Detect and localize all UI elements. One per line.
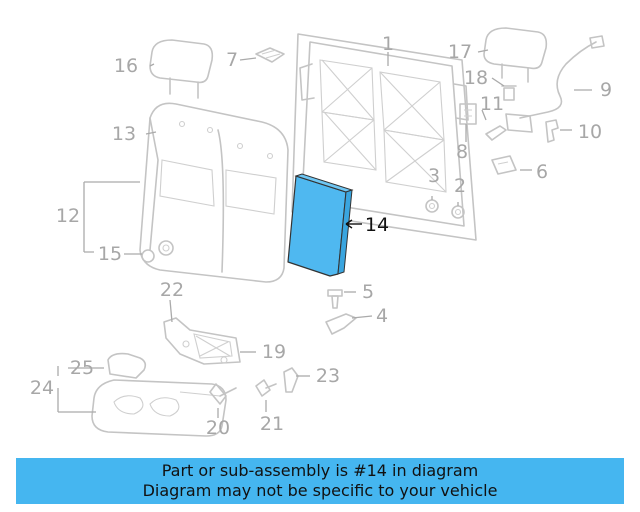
- part-20-screw: [209, 383, 237, 405]
- leader-lines: [57, 49, 592, 418]
- part-7-clip: [255, 47, 285, 63]
- callout-17: 17: [448, 41, 472, 63]
- callout-22: 22: [160, 279, 184, 301]
- callout-2: 2: [454, 175, 466, 197]
- part-1-seatback-frame: [291, 33, 477, 241]
- callout-8: 8: [456, 141, 468, 163]
- part-25-cupholder: [107, 352, 147, 379]
- callout-labels: 1 2 3 4 5 6 7 8 9 10 11 12 13 14 15 16 1…: [30, 33, 612, 439]
- callout-23: 23: [316, 365, 340, 387]
- callout-16: 16: [114, 55, 138, 77]
- banner-line-1: Part or sub-assembly is #14 in diagram: [161, 461, 479, 480]
- callout-7: 7: [226, 49, 238, 71]
- callout-1: 1: [382, 33, 394, 55]
- part-11-latch: [485, 113, 533, 141]
- callout-11: 11: [480, 93, 504, 115]
- callout-25: 25: [70, 357, 94, 379]
- part-8-bracket: [459, 103, 477, 125]
- callout-18: 18: [464, 67, 488, 89]
- callout-20: 20: [206, 417, 230, 439]
- callout-12: 12: [56, 205, 80, 227]
- callout-5: 5: [362, 281, 374, 303]
- callout-3: 3: [428, 165, 440, 187]
- callout-13: 13: [112, 123, 136, 145]
- callout-10: 10: [578, 121, 602, 143]
- callout-19: 19: [262, 341, 286, 363]
- part-4-bracket: [325, 313, 357, 335]
- part-15-grommet: [141, 240, 174, 263]
- callout-24: 24: [30, 377, 54, 399]
- part-23-clip: [283, 367, 299, 393]
- callout-15: 15: [98, 243, 122, 265]
- part-9-cable: [519, 35, 605, 119]
- part-6-block: [491, 155, 517, 175]
- callout-9: 9: [600, 79, 612, 101]
- part-10-hook: [545, 119, 559, 143]
- part-19-hinge: [163, 317, 241, 365]
- callout-4: 4: [376, 305, 388, 327]
- callout-6: 6: [536, 161, 548, 183]
- part-14-highlighted-panel: [287, 173, 354, 277]
- part-13-seatback-cushion: [139, 102, 289, 283]
- part-18-bushing: [501, 85, 517, 101]
- callout-21: 21: [260, 413, 284, 435]
- part-3-bolt: [425, 199, 439, 213]
- part-17-headrest: [483, 27, 548, 83]
- callout-14-highlighted: 14: [365, 214, 389, 236]
- info-banner: Part or sub-assembly is #14 in diagram D…: [16, 458, 624, 504]
- part-5-screw: [327, 289, 343, 309]
- part-21-screw: [255, 379, 277, 397]
- part-16-headrest: [149, 39, 214, 99]
- banner-line-2: Diagram may not be specific to your vehi…: [142, 481, 498, 500]
